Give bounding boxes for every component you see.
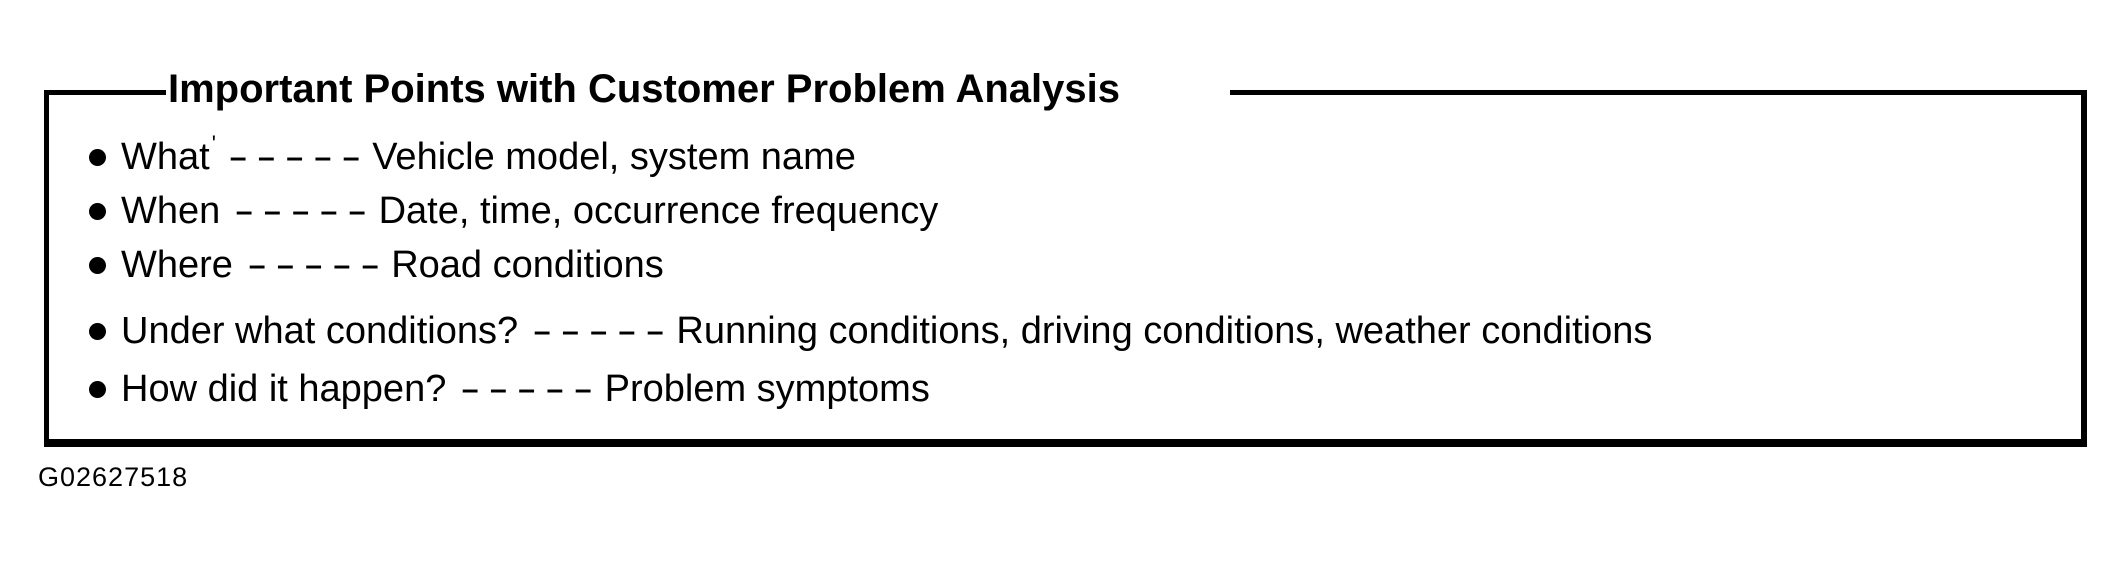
- definition-label: Problem symptoms: [604, 367, 930, 410]
- bullet-icon: [89, 256, 106, 274]
- list-item: Under what conditions? ----- Running con…: [89, 304, 2081, 358]
- scan-tick-mark: ': [211, 131, 216, 156]
- dash-separator: -----: [246, 243, 389, 286]
- list-item: When ----- Date, time, occurrence freque…: [89, 184, 2081, 238]
- bullet-icon: [89, 322, 106, 340]
- figure-id-label: G02627518: [38, 462, 189, 492]
- bullet-icon: [89, 202, 106, 220]
- definition-label: Vehicle model, system name: [372, 135, 856, 178]
- title-rule-left: [44, 90, 166, 95]
- dash-separator: -----: [227, 135, 370, 178]
- box-title: Important Points with Customer Problem A…: [168, 67, 1120, 111]
- term-label: Where: [121, 243, 233, 286]
- bullet-list: What ' ----- Vehicle model, system name …: [49, 90, 2081, 416]
- term-label: Under what conditions?: [121, 309, 519, 352]
- list-item: Where ----- Road conditions: [89, 238, 2081, 292]
- dash-separator: -----: [532, 309, 674, 352]
- definition-label: Date, time, occurrence frequency: [378, 189, 939, 232]
- term-label: When: [121, 189, 221, 232]
- important-points-box: Important Points with Customer Problem A…: [44, 67, 2087, 447]
- term-label: How did it happen?: [121, 367, 447, 410]
- bullet-icon: [89, 380, 106, 398]
- definition-label: Road conditions: [391, 243, 664, 286]
- term-label: What: [121, 135, 210, 178]
- dash-separator: -----: [234, 189, 376, 232]
- dash-separator: -----: [460, 367, 602, 410]
- definition-label: Running conditions, driving conditions, …: [676, 309, 1653, 352]
- list-item: What ' ----- Vehicle model, system name: [89, 130, 2081, 184]
- bullet-icon: [89, 148, 106, 166]
- list-item: How did it happen? ----- Problem symptom…: [89, 362, 2081, 416]
- title-rule-right: [1230, 90, 2087, 95]
